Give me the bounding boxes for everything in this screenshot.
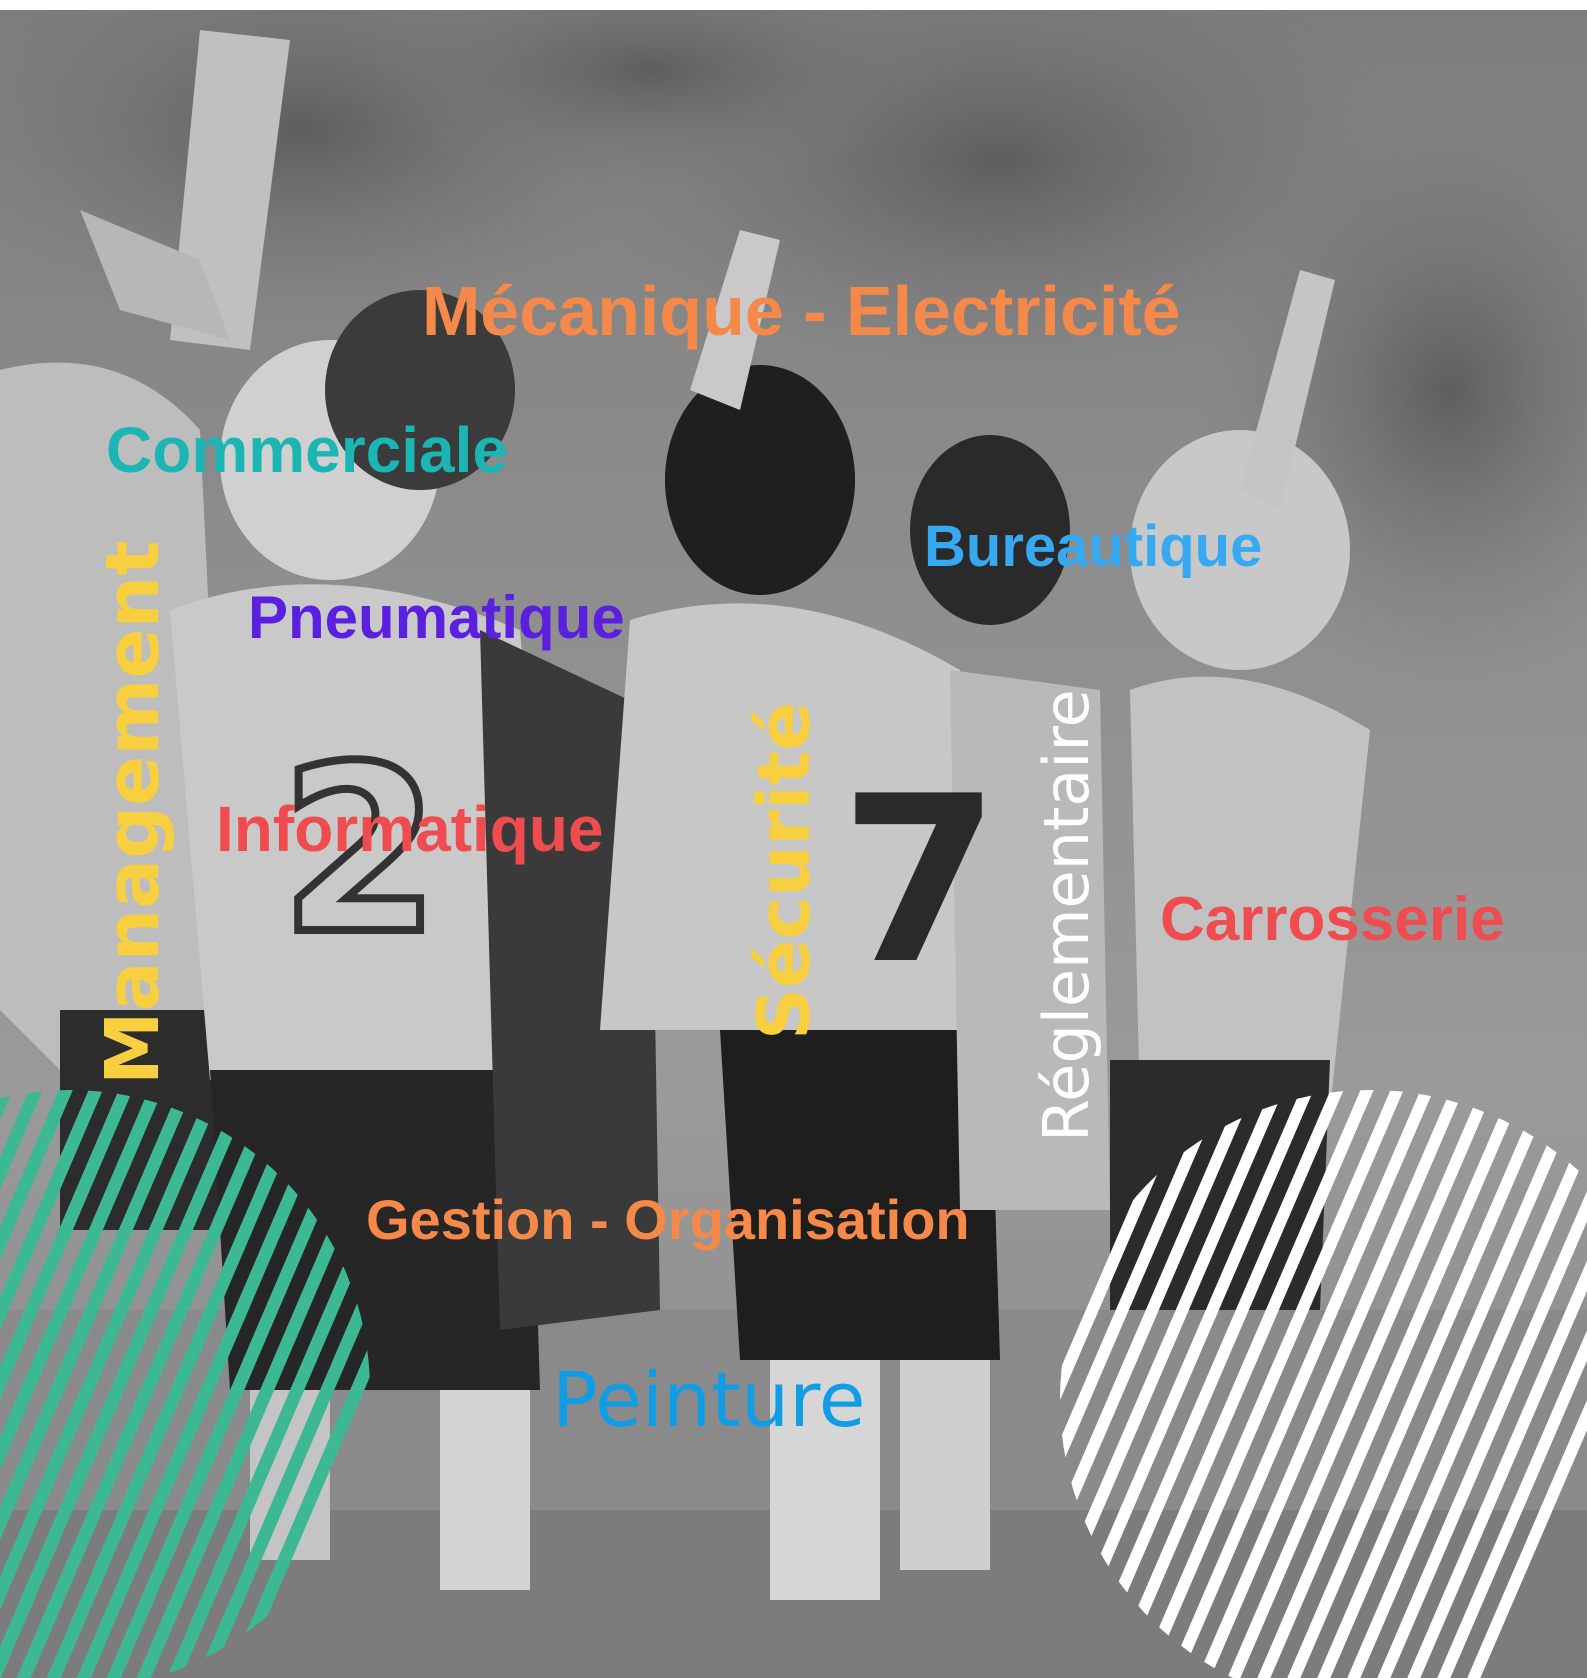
word-pneumatique: Pneumatique	[248, 584, 625, 651]
word-bureautique: Bureautique	[924, 514, 1263, 579]
word-peinture: Peinture	[552, 1355, 866, 1444]
children-team-photo: 2 7	[0, 10, 1587, 1678]
word-mecanique-electricite: Mécanique - Electricité	[422, 272, 1181, 350]
green-stripes-decoration	[0, 1090, 370, 1678]
white-stripes-decoration	[1060, 1090, 1587, 1678]
svg-text:2: 2	[280, 718, 440, 985]
word-gestion-organisation: Gestion - Organisation	[366, 1188, 970, 1251]
word-informatique: Informatique	[216, 793, 604, 865]
svg-text:7: 7	[840, 748, 1000, 1015]
word-reglementaire: Réglementaire	[1030, 689, 1103, 1142]
word-carrosserie: Carrosserie	[1160, 885, 1505, 954]
word-management: Management	[90, 540, 176, 1085]
kids-silhouettes: 2 7	[0, 30, 1370, 1600]
word-commerciale: Commerciale	[106, 414, 508, 486]
word-securite: Sécurité	[742, 701, 826, 1040]
